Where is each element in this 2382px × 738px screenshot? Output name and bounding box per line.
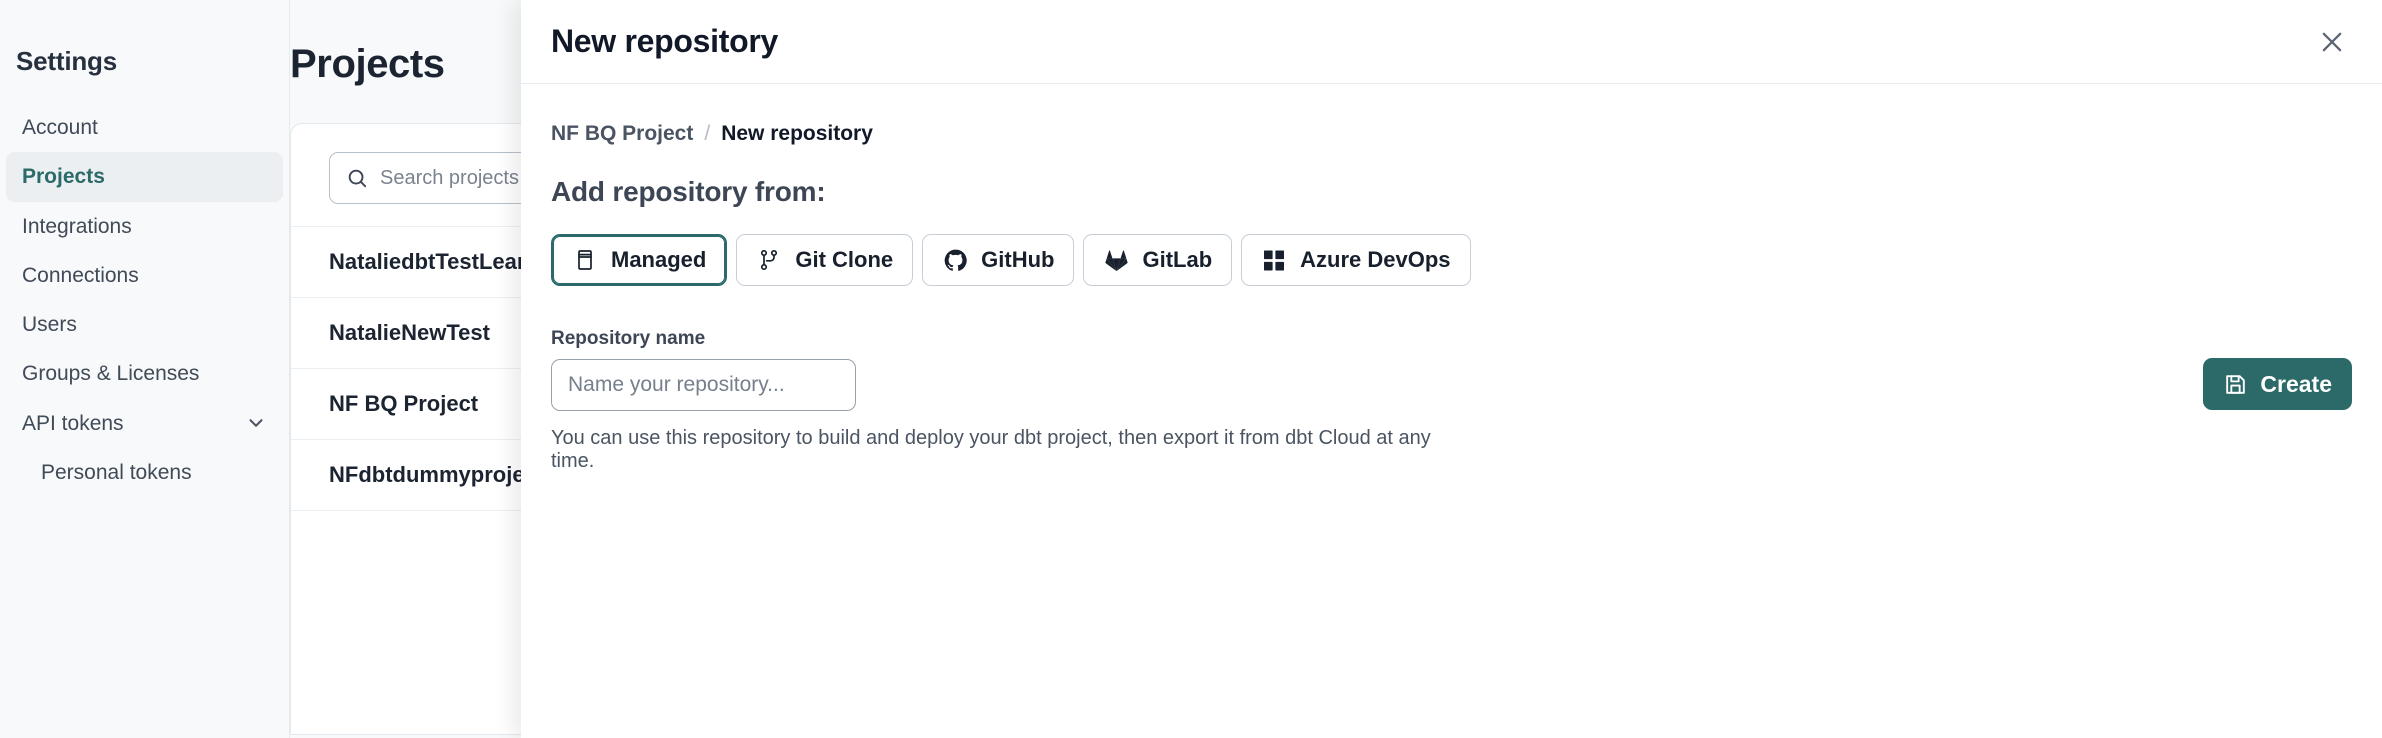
azure-devops-icon [1261, 247, 1287, 273]
source-option-azure-devops[interactable]: Azure DevOps [1241, 234, 1471, 286]
search-icon [346, 167, 368, 189]
chevron-down-icon [245, 412, 267, 434]
github-icon [942, 247, 968, 273]
source-option-managed-label: Managed [611, 247, 707, 272]
sidebar-item-projects[interactable]: Projects [6, 152, 283, 202]
source-option-github[interactable]: GitHub [922, 234, 1075, 286]
sidebar-item-groups-licenses[interactable]: Groups & Licenses [22, 362, 200, 386]
sidebar-title: Settings [16, 46, 117, 76]
sidebar-item-connections[interactable]: Connections [22, 263, 139, 287]
breadcrumb: NF BQ Project / New repository [551, 122, 2352, 146]
source-option-github-label: GitHub [981, 247, 1055, 272]
repository-name-block: Repository name You can use this reposit… [551, 328, 1436, 473]
sidebar-item-integrations[interactable]: Integrations [22, 214, 132, 238]
sidebar-item-users[interactable]: Users [22, 313, 77, 337]
save-icon [2223, 372, 2248, 397]
modal-title: New repository [551, 23, 778, 59]
sidebar-nav: Account Projects Integrations Connection… [0, 103, 289, 497]
sidebar-item-api-tokens-label: API tokens [22, 411, 124, 435]
git-branch-icon [756, 247, 782, 273]
sidebar-item-api-tokens[interactable]: API tokens [6, 399, 283, 448]
page-title: Projects [290, 42, 445, 86]
source-option-git-clone[interactable]: Git Clone [736, 234, 914, 286]
source-option-azure-devops-label: Azure DevOps [1300, 247, 1451, 272]
new-repository-modal: New repository NF BQ Project / New repos… [521, 0, 2382, 738]
breadcrumb-current: New repository [721, 122, 873, 145]
settings-sidebar: Settings Account Projects Integrations C… [0, 0, 290, 738]
sidebar-item-personal-tokens[interactable]: Personal tokens [41, 461, 192, 485]
close-icon[interactable] [2312, 22, 2352, 62]
add-repository-from-heading: Add repository from: [551, 176, 826, 207]
breadcrumb-separator: / [704, 122, 711, 145]
repository-name-row: Repository name You can use this reposit… [551, 328, 2352, 473]
repository-hint-text: You can use this repository to build and… [551, 427, 1431, 472]
source-option-managed[interactable]: Managed [551, 234, 728, 286]
repository-source-options: Managed Git Clone [551, 234, 2352, 286]
repository-name-label: Repository name [551, 328, 706, 349]
sidebar-item-account[interactable]: Account [22, 116, 98, 139]
book-icon [572, 247, 598, 273]
modal-header: New repository [521, 0, 2382, 84]
repository-name-input[interactable] [551, 359, 856, 411]
modal-body: NF BQ Project / New repository Add repos… [521, 84, 2382, 738]
source-option-gitlab-label: GitLab [1142, 247, 1213, 272]
gitlab-icon [1103, 247, 1129, 273]
source-option-gitlab[interactable]: GitLab [1083, 234, 1233, 286]
create-button[interactable]: Create [2203, 358, 2352, 410]
source-option-git-clone-label: Git Clone [795, 247, 894, 272]
create-button-label: Create [2260, 370, 2332, 397]
breadcrumb-parent-link[interactable]: NF BQ Project [551, 122, 694, 145]
